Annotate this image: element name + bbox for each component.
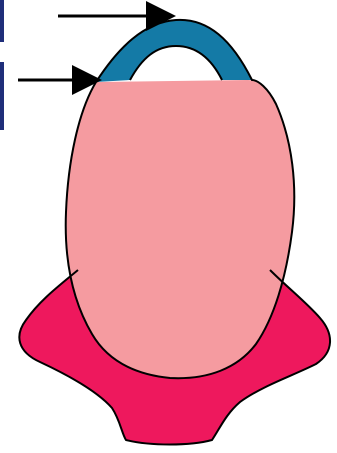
left-edge-bar-top [0, 0, 4, 42]
left-edge-bar-middle [0, 62, 4, 130]
body-region [66, 80, 295, 378]
